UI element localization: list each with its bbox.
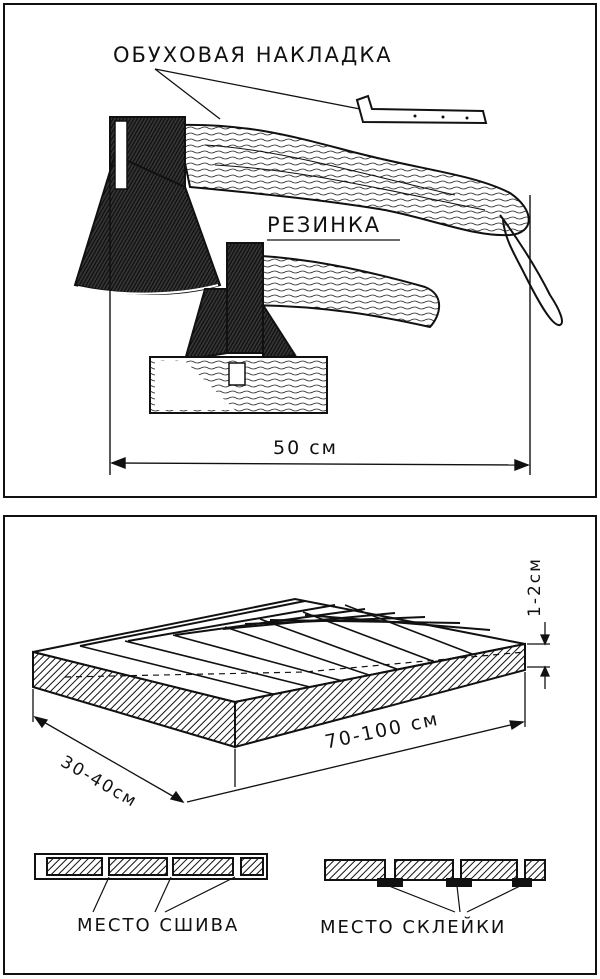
axe-diagram-panel: Обуховая накладка Резинка 50 см: [3, 3, 597, 498]
stitched-cross-section: [34, 853, 268, 913]
mat-top: [32, 597, 526, 704]
glued-cross-section: [324, 859, 546, 913]
length-dimension-label: 50 см: [273, 437, 338, 459]
mat-diagram-panel: 1-2см 30-40см 70-100 см место сшива мест…: [3, 515, 597, 975]
axe-head: [73, 116, 222, 295]
mat-front-edge: [32, 642, 526, 749]
rubber-label: Резинка: [267, 213, 382, 237]
length-dimension-mat: [186, 672, 526, 803]
axe-drawing: [73, 68, 563, 475]
butt-plate-leaders: [154, 68, 361, 120]
butt-plate-detail: [355, 94, 488, 125]
axe-handle: [175, 123, 563, 327]
axe-head-with-rubber: [149, 239, 441, 414]
sleeping-mat-drawing: [32, 597, 551, 913]
glue-place-label: место склейки: [320, 917, 507, 938]
stitch-place-label: место сшива: [77, 915, 240, 936]
butt-plate-label: Обуховая накладка: [113, 43, 393, 67]
thickness-dimension: [527, 622, 551, 689]
width-dimension: [32, 689, 185, 804]
thickness-label: 1-2см: [525, 557, 545, 617]
length-dimension: [109, 125, 531, 475]
